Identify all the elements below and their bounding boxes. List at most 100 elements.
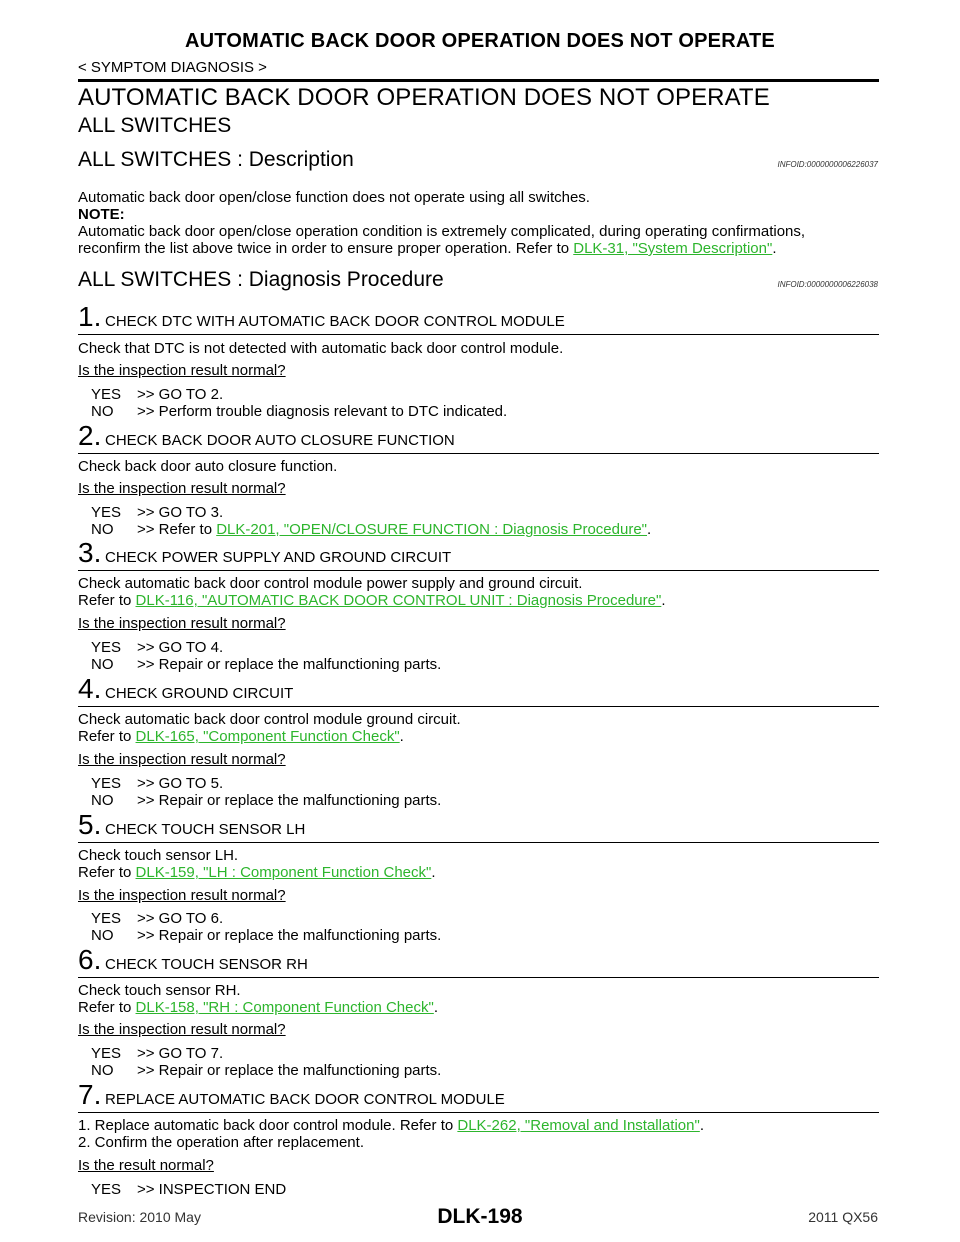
- note-line-2-end: .: [772, 240, 777, 257]
- no-action: >> Repair or replace the malfunctioning …: [137, 656, 442, 673]
- step-title: CHECK TOUCH SENSOR LH: [105, 821, 306, 838]
- description-infoid: INFOID:0000000006226037: [777, 160, 878, 169]
- link-removal-and-installation[interactable]: DLK-262, "Removal and Installation": [457, 1117, 700, 1134]
- footer-page-number: DLK-198: [437, 1205, 523, 1228]
- section-subtitle: ALL SWITCHES: [78, 114, 232, 137]
- no-label: NO: [91, 927, 114, 944]
- procedure-heading: ALL SWITCHES : Diagnosis Procedure: [78, 268, 444, 291]
- yes-label: YES: [91, 1181, 122, 1198]
- step-4-yes: YES >> GO TO 5.: [91, 775, 223, 792]
- step-title: REPLACE AUTOMATIC BACK DOOR CONTROL MODU…: [105, 1091, 505, 1108]
- step-6-header: 6. CHECK TOUCH SENSOR RH: [78, 944, 879, 978]
- no-label: NO: [91, 521, 114, 538]
- step-3-question: Is the inspection result normal?: [78, 615, 286, 632]
- note-label: NOTE:: [78, 206, 125, 223]
- refer-prefix: Refer to: [78, 592, 136, 609]
- link-control-unit-diagnosis[interactable]: DLK-116, "AUTOMATIC BACK DOOR CONTROL UN…: [135, 592, 662, 609]
- yes-label: YES: [91, 775, 122, 792]
- step-3-yes: YES >> GO TO 4.: [91, 639, 223, 656]
- step-5-yes: YES >> GO TO 6.: [91, 910, 223, 927]
- refer-end: .: [661, 592, 666, 609]
- step-7-header: 7. REPLACE AUTOMATIC BACK DOOR CONTROL M…: [78, 1079, 879, 1113]
- no-label: NO: [91, 403, 114, 420]
- no-label: NO: [91, 1062, 114, 1079]
- link-open-closure-function[interactable]: DLK-201, "OPEN/CLOSURE FUNCTION : Diagno…: [216, 521, 647, 538]
- step-5-header: 5. CHECK TOUCH SENSOR LH: [78, 809, 879, 843]
- yes-label: YES: [91, 639, 122, 656]
- step-6-yes: YES >> GO TO 7.: [91, 1045, 223, 1062]
- item-1-text: 1. Replace automatic back door control m…: [78, 1117, 458, 1134]
- yes-action: >> GO TO 4.: [137, 639, 224, 656]
- no-action: >> Repair or replace the malfunctioning …: [137, 927, 442, 944]
- step-2-no: NO>> Refer to DLK-201, "OPEN/CLOSURE FUN…: [91, 521, 651, 538]
- step-number: 4.: [78, 673, 102, 704]
- section-title: AUTOMATIC BACK DOOR OPERATION DOES NOT O…: [78, 84, 770, 111]
- step-1-header: 1. CHECK DTC WITH AUTOMATIC BACK DOOR CO…: [78, 301, 879, 335]
- yes-label: YES: [91, 1045, 122, 1062]
- description-heading: ALL SWITCHES : Description: [78, 148, 354, 171]
- step-7-item-2: 2. Confirm the operation after replaceme…: [78, 1134, 364, 1151]
- description-text: Automatic back door open/close function …: [78, 189, 590, 206]
- no-action-end: .: [647, 521, 652, 538]
- yes-action: >> GO TO 5.: [137, 775, 224, 792]
- link-system-description[interactable]: DLK-31, "System Description": [573, 240, 773, 257]
- step-1-question: Is the inspection result normal?: [78, 362, 286, 379]
- step-6-text: Check touch sensor RH.: [78, 982, 241, 999]
- yes-action: >> GO TO 6.: [137, 910, 224, 927]
- step-number: 3.: [78, 537, 102, 568]
- step-number: 2.: [78, 420, 102, 451]
- step-4-question: Is the inspection result normal?: [78, 751, 286, 768]
- yes-label: YES: [91, 386, 122, 403]
- step-1-text: Check that DTC is not detected with auto…: [78, 340, 564, 357]
- step-5-no: NO >> Repair or replace the malfunctionin…: [91, 927, 441, 944]
- note-line-2: reconfirm the list above twice in order …: [78, 240, 883, 257]
- step-2-yes: YES>> GO TO 3.: [91, 504, 223, 521]
- yes-label: YES: [91, 910, 122, 927]
- step-2-header: 2. CHECK BACK DOOR AUTO CLOSURE FUNCTION: [78, 420, 879, 454]
- step-1-yes: YES >> GO TO 2.: [91, 386, 223, 403]
- step-title: CHECK POWER SUPPLY AND GROUND CIRCUIT: [105, 549, 452, 566]
- link-component-function-check[interactable]: DLK-165, "Component Function Check": [135, 728, 400, 745]
- step-5-refer: Refer to DLK-159, "LH : Component Functi…: [78, 864, 436, 881]
- yes-action: >> GO TO 7.: [137, 1045, 224, 1062]
- running-title: AUTOMATIC BACK DOOR OPERATION DOES NOT O…: [185, 30, 775, 52]
- no-action: >> Repair or replace the malfunctioning …: [137, 792, 442, 809]
- yes-action: >> GO TO 2.: [137, 386, 224, 403]
- step-3-header: 3. CHECK POWER SUPPLY AND GROUND CIRCUIT: [78, 537, 879, 571]
- step-3-no: NO >> Repair or replace the malfunctionin…: [91, 656, 441, 673]
- step-2-question: Is the inspection result normal?: [78, 480, 286, 497]
- refer-prefix: Refer to: [78, 999, 136, 1016]
- step-7-item-1: 1. Replace automatic back door control m…: [78, 1117, 704, 1134]
- step-6-question: Is the inspection result normal?: [78, 1021, 286, 1038]
- step-title: CHECK GROUND CIRCUIT: [105, 685, 294, 702]
- header-rule: [78, 79, 879, 82]
- step-title: CHECK BACK DOOR AUTO CLOSURE FUNCTION: [105, 432, 455, 449]
- no-action: >> Repair or replace the malfunctioning …: [137, 1062, 442, 1079]
- no-label: NO: [91, 656, 114, 673]
- yes-label: YES: [91, 504, 122, 521]
- refer-prefix: Refer to: [78, 864, 136, 881]
- step-title: CHECK DTC WITH AUTOMATIC BACK DOOR CONTR…: [105, 313, 565, 330]
- refer-end: .: [399, 728, 404, 745]
- step-number: 6.: [78, 944, 102, 975]
- step-4-no: NO>> Repair or replace the malfunctionin…: [91, 792, 441, 809]
- step-6-refer: Refer to DLK-158, "RH : Component Functi…: [78, 999, 438, 1016]
- link-lh-component-function-check[interactable]: DLK-159, "LH : Component Function Check": [135, 864, 432, 881]
- step-6-no: NO >> Repair or replace the malfunctionin…: [91, 1062, 441, 1079]
- item-1-end: .: [699, 1117, 704, 1134]
- step-1-no: NO>> Perform trouble diagnosis relevant …: [91, 403, 507, 420]
- note-line-1: Automatic back door open/close operation…: [78, 223, 806, 240]
- breadcrumb: < SYMPTOM DIAGNOSIS >: [78, 59, 267, 76]
- yes-action: >> INSPECTION END: [137, 1181, 287, 1198]
- step-4-header: 4. CHECK GROUND CIRCUIT: [78, 673, 879, 707]
- refer-prefix: Refer to: [78, 728, 136, 745]
- link-rh-component-function-check[interactable]: DLK-158, "RH : Component Function Check": [135, 999, 434, 1016]
- refer-end: .: [431, 864, 436, 881]
- step-3-text: Check automatic back door control module…: [78, 575, 583, 592]
- step-number: 5.: [78, 809, 102, 840]
- note-line-2-text: reconfirm the list above twice in order …: [78, 240, 574, 257]
- procedure-infoid: INFOID:0000000006226038: [777, 280, 878, 289]
- refer-end: .: [433, 999, 438, 1016]
- step-2-text: Check back door auto closure function.: [78, 458, 338, 475]
- footer-model: 2011 QX56: [808, 1209, 878, 1225]
